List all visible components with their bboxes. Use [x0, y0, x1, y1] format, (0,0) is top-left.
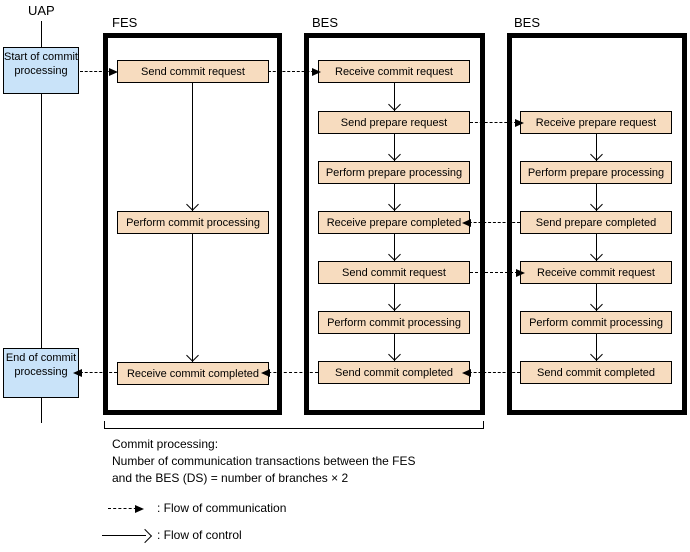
- control-arrow: [388, 284, 401, 311]
- uap-lifeline-middle: [41, 94, 42, 348]
- process-box: Perform commit processing: [117, 211, 269, 234]
- control-arrow: [388, 134, 401, 161]
- uap-lifeline-top: [41, 21, 42, 47]
- control-arrow: [388, 184, 401, 211]
- legend-communication-label: : Flow of communication: [157, 501, 287, 515]
- communication-arrow: [462, 219, 520, 227]
- process-box: Perform prepare processing: [318, 161, 470, 184]
- process-box: Perform commit processing: [318, 311, 470, 334]
- bes-mid-lane-label: BES: [312, 15, 339, 30]
- end-commit-box: End of commit processing: [3, 348, 79, 398]
- process-box: Send commit completed: [318, 361, 470, 384]
- fes-lane-box: [103, 33, 282, 415]
- communication-arrow: [268, 68, 321, 76]
- process-box: Receive commit completed: [117, 362, 269, 385]
- communication-arrow: [470, 269, 525, 277]
- process-box: Receive prepare request: [520, 111, 672, 134]
- process-box: Perform commit processing: [520, 311, 672, 334]
- uap-lane-label: UAP: [28, 3, 55, 18]
- control-arrow: [388, 83, 401, 111]
- fes-lane-label: FES: [112, 15, 138, 30]
- control-arrow: [388, 234, 401, 261]
- process-box: Receive commit request: [318, 60, 470, 83]
- process-box: Send commit completed: [520, 361, 672, 384]
- caption-line-1: Commit processing:: [112, 437, 219, 451]
- control-arrow: [590, 184, 603, 211]
- control-arrow: [186, 234, 199, 362]
- process-box: Perform prepare processing: [520, 161, 672, 184]
- control-arrow: [590, 234, 603, 261]
- control-arrow: [590, 284, 603, 311]
- process-box: Receive commit request: [520, 261, 672, 284]
- bes-right-lane-box: [507, 33, 687, 415]
- caption-line-3: and the BES (DS) = number of branches × …: [112, 471, 349, 485]
- legend-communication-arrow-icon: [108, 505, 144, 513]
- process-box: Send prepare request: [318, 111, 470, 134]
- process-box: Receive prepare completed: [318, 211, 470, 234]
- communication-arrow: [462, 369, 520, 377]
- communication-arrow: [80, 68, 118, 76]
- control-arrow: [590, 134, 603, 161]
- uap-lifeline-bottom: [41, 398, 42, 423]
- caption-line-2: Number of communication transactions bet…: [112, 454, 416, 468]
- process-box: Send commit request: [318, 261, 470, 284]
- communication-arrow: [73, 369, 117, 377]
- process-box: Send prepare completed: [520, 211, 672, 234]
- control-arrow: [388, 334, 401, 361]
- control-arrow: [186, 83, 199, 211]
- communication-arrow: [261, 369, 318, 377]
- legend-control-arrow-icon: [102, 529, 152, 542]
- control-arrow: [590, 334, 603, 361]
- range-bracket: [104, 421, 484, 429]
- bes-mid-lane-box: [304, 33, 485, 415]
- legend-control-label: : Flow of control: [157, 528, 242, 542]
- bes-right-lane-label: BES: [514, 15, 541, 30]
- process-box: Send commit request: [117, 60, 269, 83]
- start-commit-box: Start of commit processing: [3, 47, 79, 94]
- communication-arrow: [470, 119, 524, 127]
